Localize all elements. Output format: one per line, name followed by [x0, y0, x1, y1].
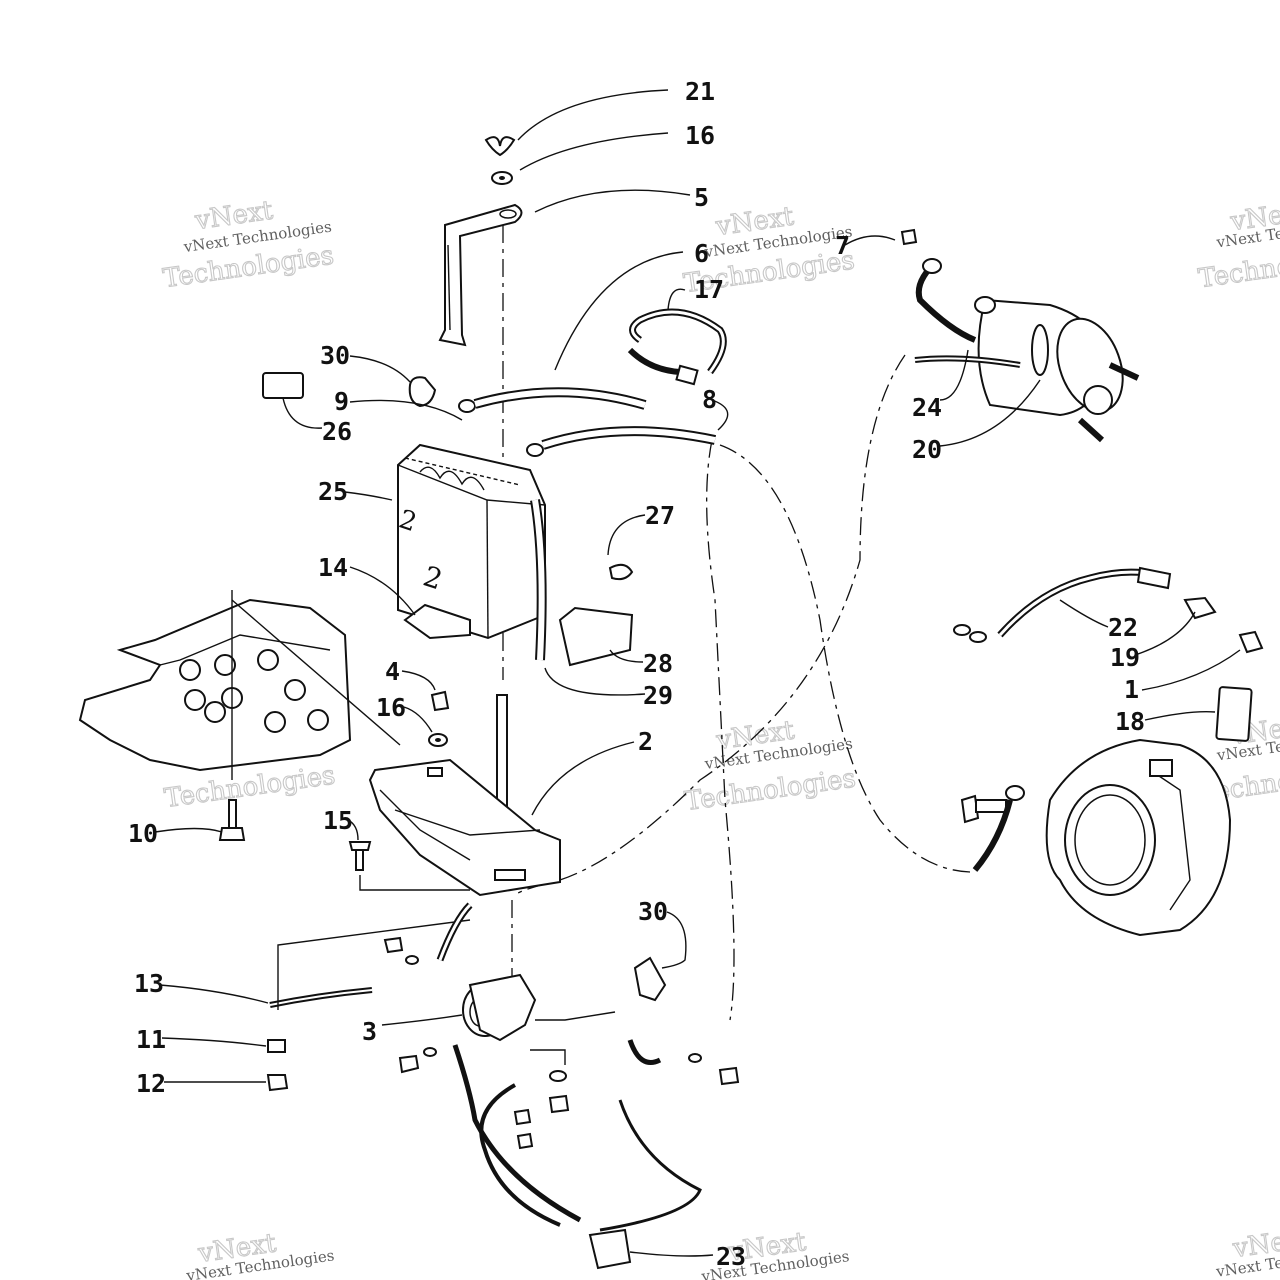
callout-14: 14	[318, 553, 348, 582]
nut-4-part	[430, 690, 450, 712]
callout-9: 9	[334, 387, 349, 416]
callout-7: 7	[835, 231, 850, 260]
callout-6: 6	[694, 239, 709, 268]
battery-cable-pos-part	[458, 387, 647, 413]
callout-25: 25	[318, 477, 348, 506]
callout-17: 17	[694, 275, 724, 304]
watermark-big-bottom: Technologies	[1197, 241, 1280, 295]
solenoid-part	[462, 973, 616, 1042]
callout-5: 5	[694, 183, 709, 212]
nut-small-part	[383, 936, 404, 954]
console-plate-part	[78, 590, 401, 780]
switch-19-part	[1183, 596, 1217, 620]
callout-27: 27	[645, 501, 675, 530]
label-part	[262, 372, 304, 399]
label-18-part	[1215, 686, 1253, 742]
terminal-cap-lower-part	[633, 956, 667, 1002]
magneto-bolt-part	[960, 785, 1025, 872]
callout-13: 13	[134, 969, 164, 998]
callout-28: 28	[643, 649, 673, 678]
starter-cable-part	[915, 266, 977, 343]
callout-11: 11	[136, 1025, 166, 1054]
callout-30-lower: 30	[638, 897, 668, 926]
callout-8: 8	[702, 385, 717, 414]
harness-path-starter	[514, 354, 906, 896]
watermark-bottom-right: vNext vNext Technologies	[1214, 1223, 1280, 1280]
watermark-top-right: vNext vNext Technologies Technologies	[1196, 196, 1280, 295]
battery-bracket-part	[438, 203, 523, 347]
callout-16-lower: 16	[376, 693, 406, 722]
terminal-cap-top-part	[408, 376, 437, 408]
starter-motor-part	[974, 296, 1140, 443]
callout-16: 16	[685, 121, 715, 150]
callout-10: 10	[128, 819, 158, 848]
harness-22-part	[953, 566, 1172, 643]
hose-clamp-part	[627, 308, 727, 386]
callout-24: 24	[912, 393, 942, 422]
wing-nut-part	[484, 136, 516, 157]
leader-lines	[154, 89, 1241, 1257]
harness-path-center	[706, 439, 735, 1021]
callout-23: 23	[716, 1242, 746, 1271]
connector-23-part	[588, 1228, 632, 1270]
nut-7-part	[900, 228, 918, 246]
battery-pad-part	[403, 603, 471, 640]
nut-11-part	[267, 1039, 286, 1053]
callout-20: 20	[912, 435, 942, 464]
flywheel-housing-part	[1045, 738, 1232, 937]
watermark-mid-center: vNext vNext Technologies Technologies	[682, 715, 858, 818]
battery-tray-part	[368, 758, 561, 897]
callout-21: 21	[685, 77, 715, 106]
callout-18: 18	[1115, 707, 1145, 736]
callout-15: 15	[323, 806, 353, 835]
watermark-top-left: vNext vNext Technologies Technologies	[161, 195, 337, 295]
callout-22: 22	[1108, 613, 1138, 642]
callout-3: 3	[362, 1017, 377, 1046]
bolt-10-part	[218, 799, 246, 841]
nut-12-part	[266, 1074, 289, 1092]
battery-cable-neg-part	[526, 426, 717, 457]
battery-part: 2 2	[395, 443, 546, 640]
pad-part	[558, 606, 634, 667]
callout-19: 19	[1110, 643, 1140, 672]
callout-26: 26	[322, 417, 352, 446]
threaded-rod-part	[496, 694, 508, 816]
callout-2: 2	[638, 727, 653, 756]
callout-29: 29	[643, 681, 673, 710]
callout-12: 12	[136, 1069, 166, 1098]
callout-1: 1	[1124, 675, 1139, 704]
bolt-15-part	[348, 841, 470, 891]
watermark-bottom-left: vNext vNext Technologies	[184, 1228, 335, 1280]
callout-30: 30	[320, 341, 350, 370]
callout-4: 4	[385, 657, 400, 686]
nut-1-part	[1238, 630, 1264, 654]
harness-path-right	[719, 444, 971, 873]
cable-clip-part	[608, 563, 634, 581]
washer-top-hole	[499, 176, 505, 180]
callout-labels: 21 16 5 6 17 7 30 9 26 8 24 20 25 27 14 …	[128, 77, 1145, 1271]
